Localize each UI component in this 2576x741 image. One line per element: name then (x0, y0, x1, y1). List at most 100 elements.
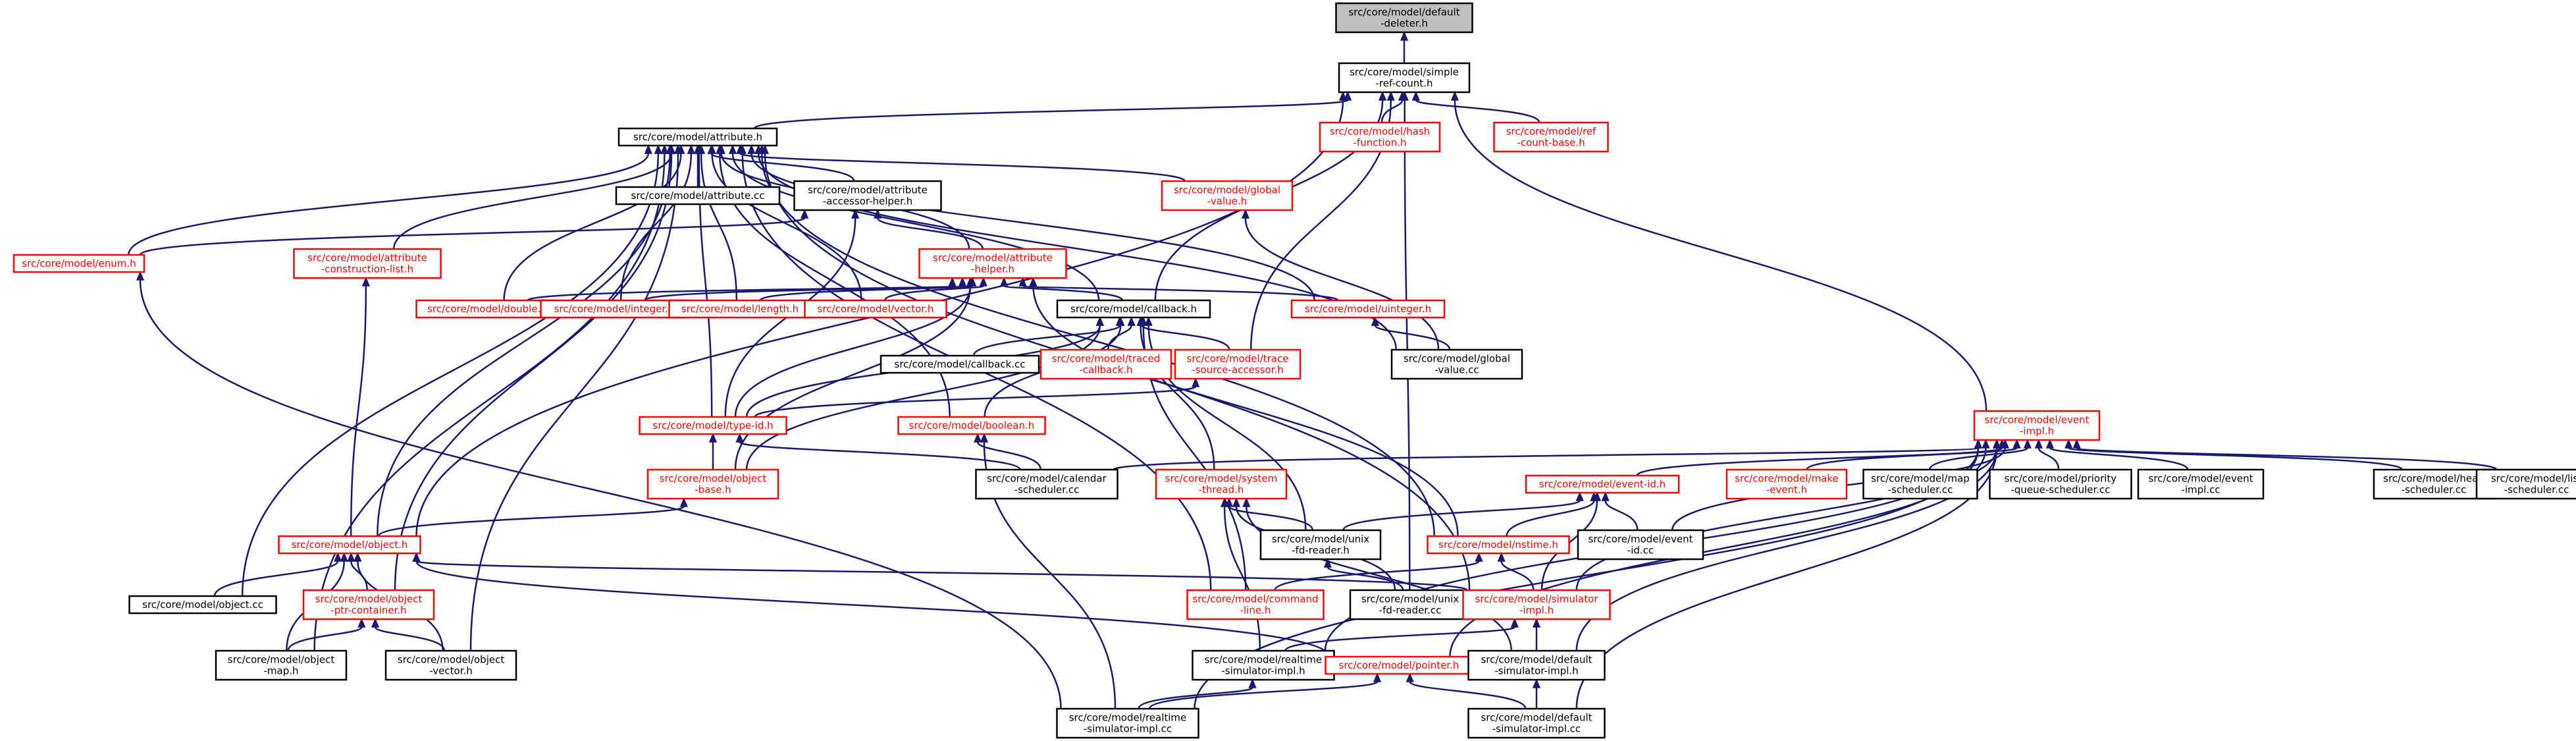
node-event-id-h[interactable]: src/core/model/event-id.h (1525, 474, 1680, 494)
node-map-scheduler[interactable]: src/core/model/map-scheduler.cc (1862, 468, 1978, 500)
node-attribute-construction-list[interactable]: src/core/model/attribute-construction-li… (293, 248, 442, 279)
node-integer-h[interactable]: src/core/model/integer.h (540, 299, 689, 319)
node-list-scheduler[interactable]: src/core/model/list-scheduler.cc (2475, 468, 2576, 500)
node-callback-cc[interactable]: src/core/model/callback.cc (880, 354, 1040, 374)
node-nstime-h[interactable]: src/core/model/nstime.h (1427, 535, 1570, 555)
node-command-line[interactable]: src/core/model/command-line.h (1186, 589, 1325, 620)
node-system-thread[interactable]: src/core/model/system-thread.h (1155, 468, 1288, 500)
node-label-line: -impl.h (2020, 425, 2054, 437)
edge-arrowhead (1532, 618, 1541, 628)
edge-event_impl_cc-to-event_impl_h (2045, 439, 2189, 470)
edge-line (1327, 566, 1404, 591)
node-object-h[interactable]: src/core/model/object.h (278, 535, 421, 555)
edge-arrowhead (980, 433, 989, 443)
node-event-impl-cc[interactable]: src/core/model/event-impl.cc (2137, 468, 2265, 500)
node-box (2137, 468, 2265, 500)
node-double-h[interactable]: src/core/model/double.h (415, 299, 559, 319)
node-object-vector-h[interactable]: src/core/model/object-vector.h (384, 649, 517, 681)
node-label-line: src/core/model/object (398, 654, 505, 666)
edge-arrowhead (1982, 439, 1990, 449)
node-type-id-h[interactable]: src/core/model/type-id.h (639, 416, 787, 435)
node-box (1525, 474, 1680, 494)
node-global-value-cc[interactable]: src/core/model/global-value.cc (1390, 348, 1523, 380)
edge-object_cc-to-attribute_h (241, 144, 662, 597)
node-label-line: src/core/model/map (1871, 473, 1970, 485)
node-simple-ref-count[interactable]: src/core/model/simple-ref-count.h (1338, 62, 1471, 94)
edge-arrowhead (334, 552, 342, 562)
node-box (1989, 468, 2132, 500)
node-object-base-h[interactable]: src/core/model/object-base.h (646, 468, 779, 500)
edge-line (350, 285, 367, 537)
edge-length_h-to-attribute_h (697, 144, 738, 301)
node-attribute-helper[interactable]: src/core/model/attribute-helper.h (918, 248, 1067, 279)
node-pointer-h[interactable]: src/core/model/pointer.h (1325, 655, 1473, 675)
edge-default_simulator_impl_h-to-simulator_impl_h (1532, 618, 1541, 651)
node-label-line: -scheduler.cc (1014, 484, 1080, 496)
node-length-h[interactable]: src/core/model/length.h (668, 299, 812, 319)
node-attribute-cc[interactable]: src/core/model/attribute.cc (615, 186, 781, 206)
node-object-map-h[interactable]: src/core/model/object-map.h (215, 649, 348, 681)
edge-arrowhead (801, 209, 809, 219)
node-enum-h[interactable]: src/core/model/enum.h (13, 254, 145, 273)
node-unix-fd-reader-cc[interactable]: src/core/model/unix-fd-reader.cc (1349, 589, 1471, 620)
node-object-ptr-container[interactable]: src/core/model/object-ptr-container.h (302, 589, 435, 620)
edge-map_scheduler-to-event_impl_h (1928, 439, 2032, 470)
edge-object_base_h-to-callback_h (745, 316, 1105, 470)
node-realtime-simulator-impl-cc[interactable]: src/core/model/realtime-simulator-impl.c… (1056, 707, 1199, 739)
node-label-line: src/core/model/realtime (1205, 654, 1323, 666)
edge-arrowhead (1139, 316, 1147, 326)
node-label-line: -simulator-impl.cc (1492, 723, 1581, 735)
node-realtime-simulator-impl-h[interactable]: src/core/model/realtime-simulator-impl.h (1192, 649, 1335, 681)
edge-arrowhead (1344, 91, 1352, 101)
edge-arrowhead (1601, 491, 1610, 501)
node-label-line: -queue-scheduler.cc (2011, 484, 2110, 496)
edge-vector_h-to-attribute_helper (883, 277, 987, 301)
node-priority-queue-scheduler[interactable]: src/core/model/priority-queue-scheduler.… (1989, 468, 2132, 500)
node-object-cc[interactable]: src/core/model/object.cc (128, 595, 277, 615)
edge-line (1107, 325, 1132, 350)
node-callback-h[interactable]: src/core/model/callback.h (1056, 299, 1211, 319)
edge-line (1506, 500, 1595, 537)
node-attribute-h[interactable]: src/core/model/attribute.h (618, 127, 778, 147)
node-uinteger-h[interactable]: src/core/model/uinteger.h (1290, 299, 1446, 319)
node-vector-h[interactable]: src/core/model/vector.h (804, 299, 947, 319)
edge-line (213, 561, 339, 597)
node-label-line: src/core/model/object (228, 654, 335, 666)
node-traced-callback[interactable]: src/core/model/traced-callback.h (1039, 348, 1172, 380)
edge-arrowhead (735, 433, 744, 443)
node-default-simulator-impl-h[interactable]: src/core/model/default-simulator-impl.h (1467, 649, 1606, 681)
node-make-event[interactable]: src/core/model/make-event.h (1725, 468, 1848, 500)
edge-line (2037, 447, 2060, 470)
node-unix-fd-reader-h[interactable]: src/core/model/unix-fd-reader.h (1259, 529, 1382, 561)
node-box (1161, 180, 1294, 211)
edge-arrowhead (340, 552, 348, 562)
edge-line (1032, 285, 1459, 537)
edge-line (1228, 505, 1314, 531)
node-label-line: src/core/model/list (2491, 473, 2576, 485)
node-box (415, 299, 559, 319)
node-ref-count-base[interactable]: src/core/model/ref-count-base.h (1493, 121, 1609, 153)
edge-arrowhead (673, 144, 683, 154)
node-label-line: src/core/model/priority (2005, 473, 2117, 485)
edge-line (415, 561, 1330, 657)
node-event-impl-h[interactable]: src/core/model/event-impl.h (1973, 410, 2101, 441)
node-label-line: src/core/model/callback.cc (895, 358, 1026, 370)
edge-line (1148, 680, 1379, 709)
node-label-line: src/core/model/system (1165, 473, 1278, 485)
node-trace-source-accessor[interactable]: src/core/model/trace-source-accessor.h (1174, 348, 1301, 380)
node-event-id-cc[interactable]: src/core/model/event-id.cc (1577, 529, 1704, 561)
node-attribute-accessor-helper[interactable]: src/core/model/attribute-accessor-helper… (793, 180, 942, 211)
node-default-simulator-impl-cc[interactable]: src/core/model/default-simulator-impl.cc (1467, 707, 1606, 739)
edge-line (394, 153, 673, 591)
node-global-value-h[interactable]: src/core/model/global-value.h (1161, 180, 1294, 211)
edge-object_cc-to-object_h (213, 552, 342, 597)
node-calendar-scheduler[interactable]: src/core/model/calendar-scheduler.cc (975, 468, 1118, 500)
node-hash-function[interactable]: src/core/model/hash-function.h (1319, 121, 1441, 153)
node-box (1973, 410, 2101, 441)
node-heap-scheduler[interactable]: src/core/model/heap-scheduler.cc (2373, 468, 2495, 500)
node-boolean-h[interactable]: src/core/model/boolean.h (897, 416, 1046, 435)
node-simulator-impl-h[interactable]: src/core/model/simulator-impl.h (1462, 589, 1611, 620)
node-box (646, 468, 779, 500)
node-box (1390, 348, 1523, 380)
node-label-line: src/core/model/attribute.h (633, 131, 762, 143)
